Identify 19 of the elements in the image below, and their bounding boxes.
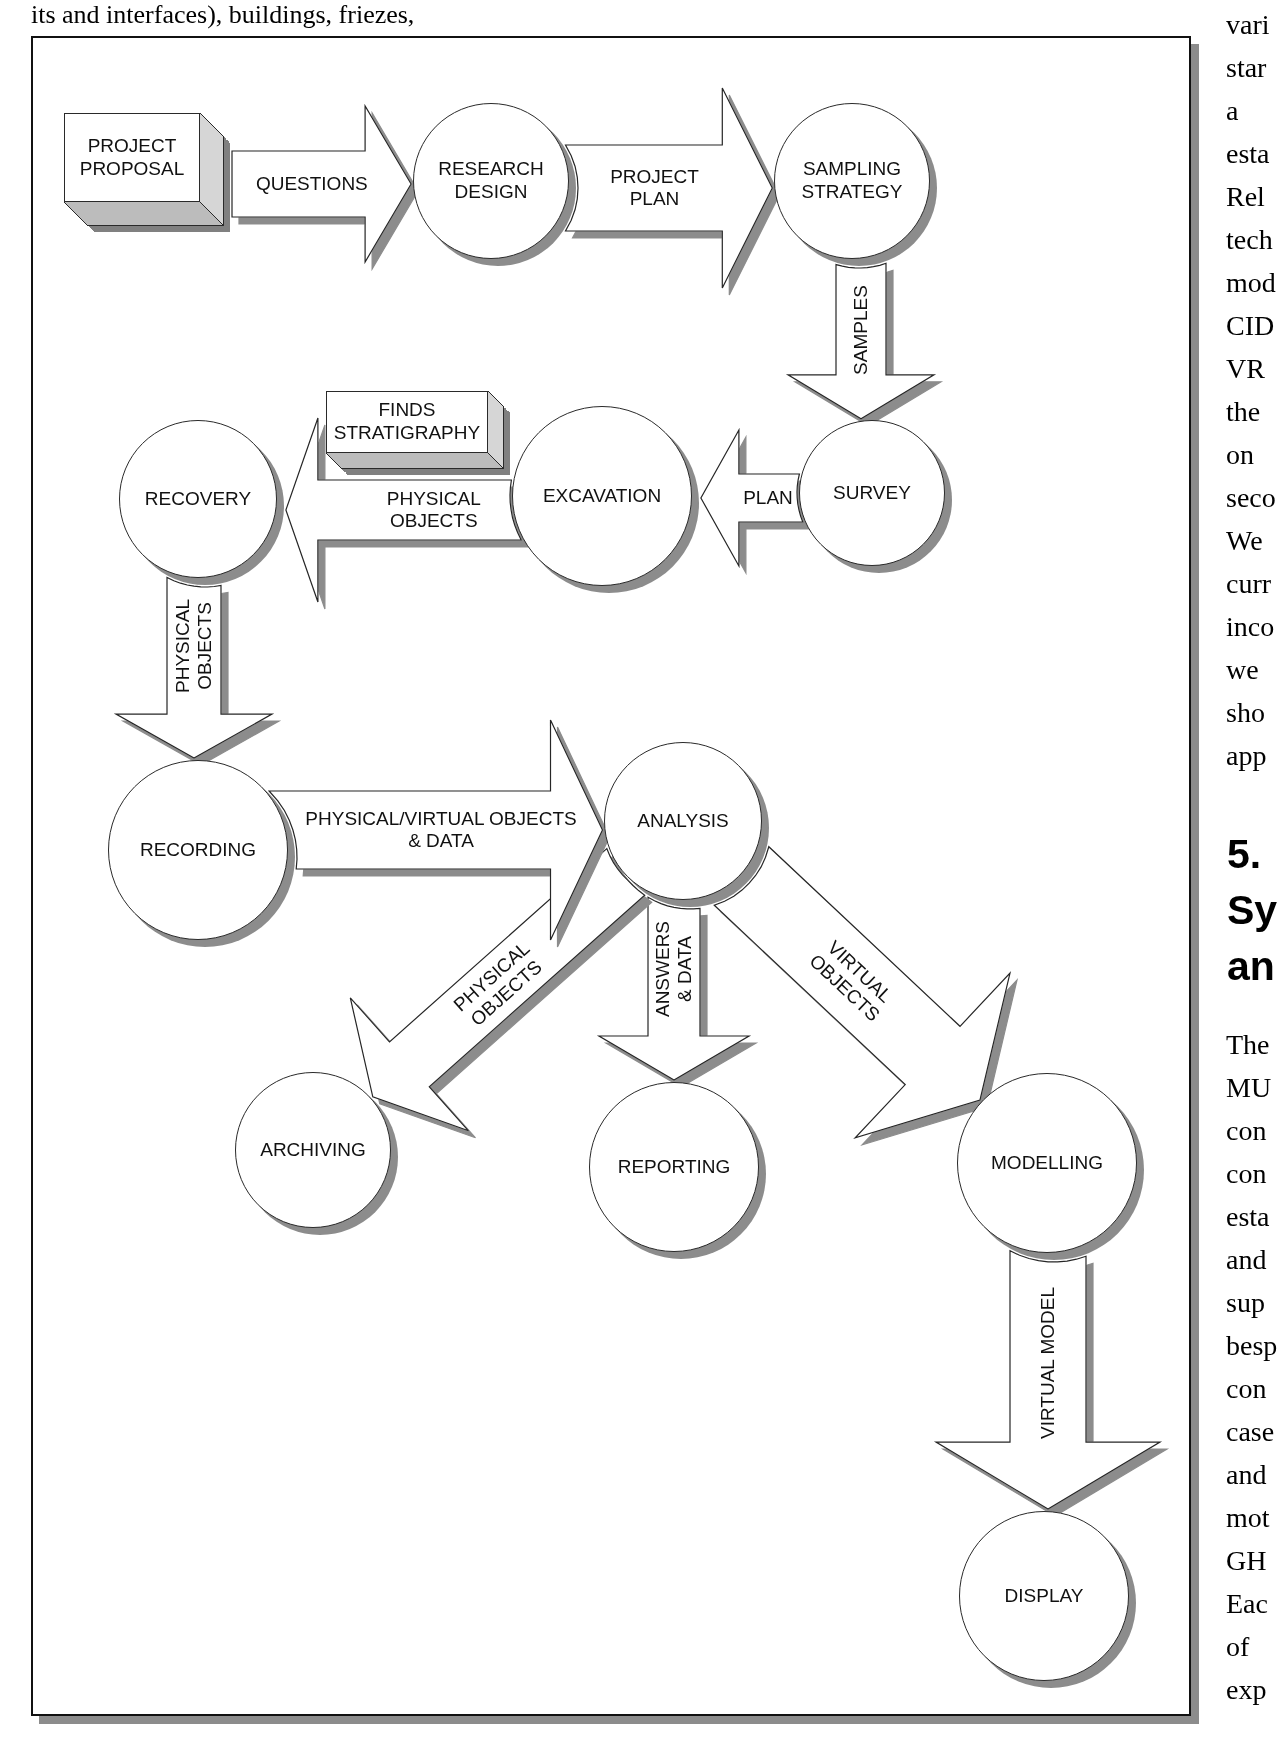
node-label: MODELLING — [991, 1151, 1103, 1175]
node-label: PROJECT PROPOSAL — [78, 134, 186, 181]
node-label: RECOVERY — [144, 487, 252, 511]
node-label: ANALYSIS — [637, 809, 729, 833]
running-text: its and interfaces), buildings, friezes, — [31, 0, 415, 30]
node-label: DISPLAY — [1004, 1584, 1084, 1608]
raised-block — [64, 113, 230, 232]
node-label: EXCAVATION — [542, 484, 662, 508]
node-label: ARCHIVING — [260, 1138, 366, 1162]
node-label: SAMPLING STRATEGY — [800, 158, 904, 204]
node-label: RESEARCH DESIGN — [437, 158, 545, 204]
node-label: FINDS STRATIGRAPHY — [332, 399, 482, 445]
node-label: REPORTING — [617, 1155, 731, 1179]
node-label: RECORDING — [139, 838, 257, 862]
node-label: SURVEY — [833, 481, 911, 505]
running-text: vari star a esta Rel tech mod CID VR the on seco We curr inco we sho app — [1226, 8, 1277, 773]
raised-block — [326, 391, 510, 475]
running-text: The MU con con esta and sup besp con case and mot GH Eac of exp — [1226, 1028, 1279, 1707]
section-heading: 5. Sy an — [1227, 830, 1279, 991]
